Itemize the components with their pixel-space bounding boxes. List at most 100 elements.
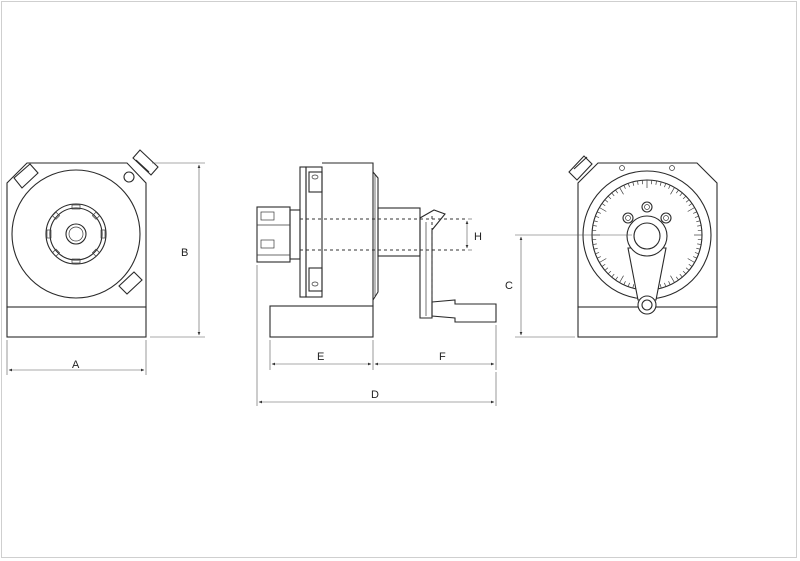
side-view: [256, 162, 497, 338]
dial-tick: [623, 281, 626, 285]
side-faceplate: [299, 166, 307, 298]
dial-tick: [688, 263, 693, 267]
dial-tick: [604, 267, 609, 271]
dial-tick: [687, 258, 695, 263]
dial-tick: [601, 203, 606, 207]
dial-tick: [693, 211, 697, 214]
dial-tick: [604, 199, 609, 203]
dial-tick: [685, 267, 690, 271]
dial-tick: [687, 207, 695, 212]
rear-knob: [568, 155, 593, 181]
dial-tick: [694, 252, 699, 255]
dial-tick: [697, 243, 702, 245]
dial-tick: [670, 275, 675, 283]
front-body: [6, 162, 147, 308]
dial-tick: [637, 180, 639, 185]
label-d: D: [371, 389, 379, 401]
dial-tick: [696, 247, 701, 250]
dial-tick: [664, 183, 667, 188]
side-housing: [322, 162, 374, 307]
dial-tick: [597, 211, 601, 214]
label-c: C: [505, 280, 513, 292]
dial-tick: [675, 189, 679, 194]
dimension-a: A: [6, 340, 147, 375]
dial-tick: [685, 199, 690, 203]
front-collet-slots: [46, 204, 106, 264]
dial-tick: [679, 273, 683, 278]
dimension-d: D: [256, 265, 497, 406]
rear-hole-top: [641, 201, 653, 213]
side-collet-nut: [256, 206, 291, 263]
label-f: F: [439, 351, 446, 363]
dial-tick: [607, 195, 612, 200]
dial-tick: [670, 187, 675, 195]
dial-tick: [697, 225, 702, 227]
dial-tick: [655, 180, 657, 185]
side-crank-handle: [431, 299, 497, 323]
dial-tick: [682, 195, 687, 200]
dial-tick: [659, 284, 662, 289]
dimension-b: B: [150, 162, 205, 338]
dial-tick: [664, 282, 667, 287]
dial-tick: [601, 263, 606, 267]
dial-tick: [595, 215, 600, 218]
rear-hub-bore: [633, 222, 661, 250]
dimension-h: H: [465, 218, 482, 251]
side-collet-neck: [289, 209, 301, 260]
dial-tick: [675, 276, 679, 281]
dial-tick: [593, 220, 598, 223]
dial-tick: [619, 187, 624, 195]
label-e: E: [317, 351, 324, 363]
front-clamp-top: [13, 163, 39, 189]
front-disc: [11, 169, 141, 299]
dial-tick: [694, 215, 699, 218]
front-clamp-bottom: [118, 271, 143, 295]
front-bore: [65, 223, 87, 245]
dial-tick: [623, 185, 626, 189]
rear-hub: [626, 215, 668, 257]
rear-hole-right: [660, 212, 672, 224]
dial-tick: [679, 192, 683, 197]
dial-tick: [597, 256, 601, 259]
side-housing-flange: [372, 171, 379, 301]
dial-tick: [615, 276, 619, 281]
dial-tick: [696, 220, 701, 223]
dial-tick: [627, 282, 630, 287]
side-spindle: [377, 207, 421, 257]
label-a: A: [72, 359, 80, 371]
front-view: [6, 149, 159, 338]
front-collet-outer: [45, 203, 107, 265]
front-small-hole: [123, 171, 135, 183]
side-clamp-upper: [308, 171, 323, 193]
dial-tick: [668, 185, 671, 189]
dial-tick: [693, 256, 697, 259]
dial-tick: [682, 270, 687, 275]
label-h: H: [474, 231, 482, 243]
rear-handle-pin: [637, 295, 657, 315]
dial-tick: [668, 281, 671, 285]
rear-view: [515, 155, 718, 338]
dial-tick: [599, 258, 607, 263]
dial-tick: [632, 181, 635, 186]
dial-tick: [599, 207, 607, 212]
dial-tick: [659, 181, 662, 186]
label-b: B: [181, 247, 188, 259]
front-collet-ring: [49, 207, 103, 261]
rear-body: [577, 162, 718, 308]
dimension-c: C: [505, 236, 575, 338]
dial-tick: [607, 270, 612, 275]
dial-tick: [611, 192, 615, 197]
dial-tick: [619, 275, 624, 283]
side-clamp-lower: [308, 267, 323, 292]
front-knob: [132, 149, 159, 176]
dial-tick: [632, 284, 635, 289]
dial-tick: [592, 243, 597, 245]
rear-hole-left: [622, 212, 634, 224]
side-collet-details: [257, 211, 290, 256]
dial-tick: [688, 203, 693, 207]
side-base-block: [269, 305, 374, 338]
dial-tick: [595, 252, 600, 255]
dial-tick: [611, 273, 615, 278]
dial-tick: [592, 225, 597, 227]
